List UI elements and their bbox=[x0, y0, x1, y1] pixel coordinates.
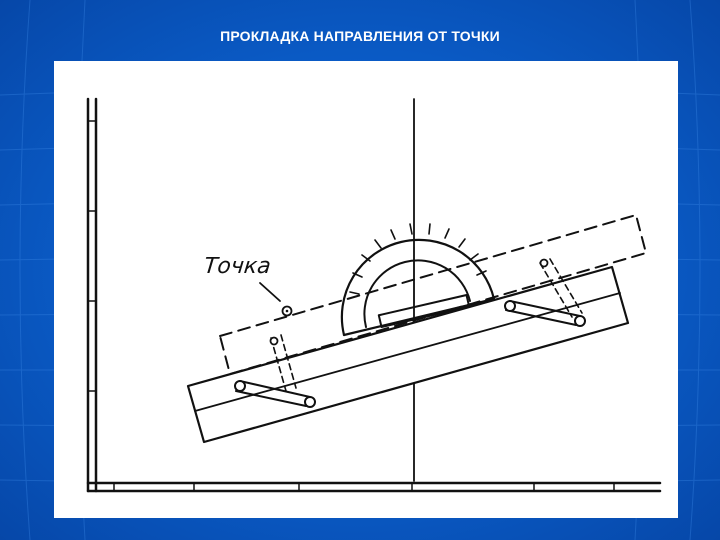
parallel-ruler bbox=[186, 265, 630, 444]
slide-title: ПРОКЛАДКА НАПРАВЛЕНИЯ ОТ ТОЧКИ bbox=[220, 28, 500, 44]
map-frame-left-edge bbox=[86, 97, 98, 493]
ruler-linkage-left bbox=[234, 334, 316, 408]
diagram-panel: Точка bbox=[54, 61, 678, 518]
point-label: Точка bbox=[202, 254, 272, 279]
diagram-drawing bbox=[86, 97, 662, 493]
ruler-linkage-right bbox=[504, 258, 586, 327]
dashed-ruler-outline bbox=[219, 214, 647, 375]
point-marker bbox=[259, 282, 293, 317]
protractor bbox=[340, 223, 496, 337]
map-frame-bottom-edge bbox=[86, 481, 662, 493]
